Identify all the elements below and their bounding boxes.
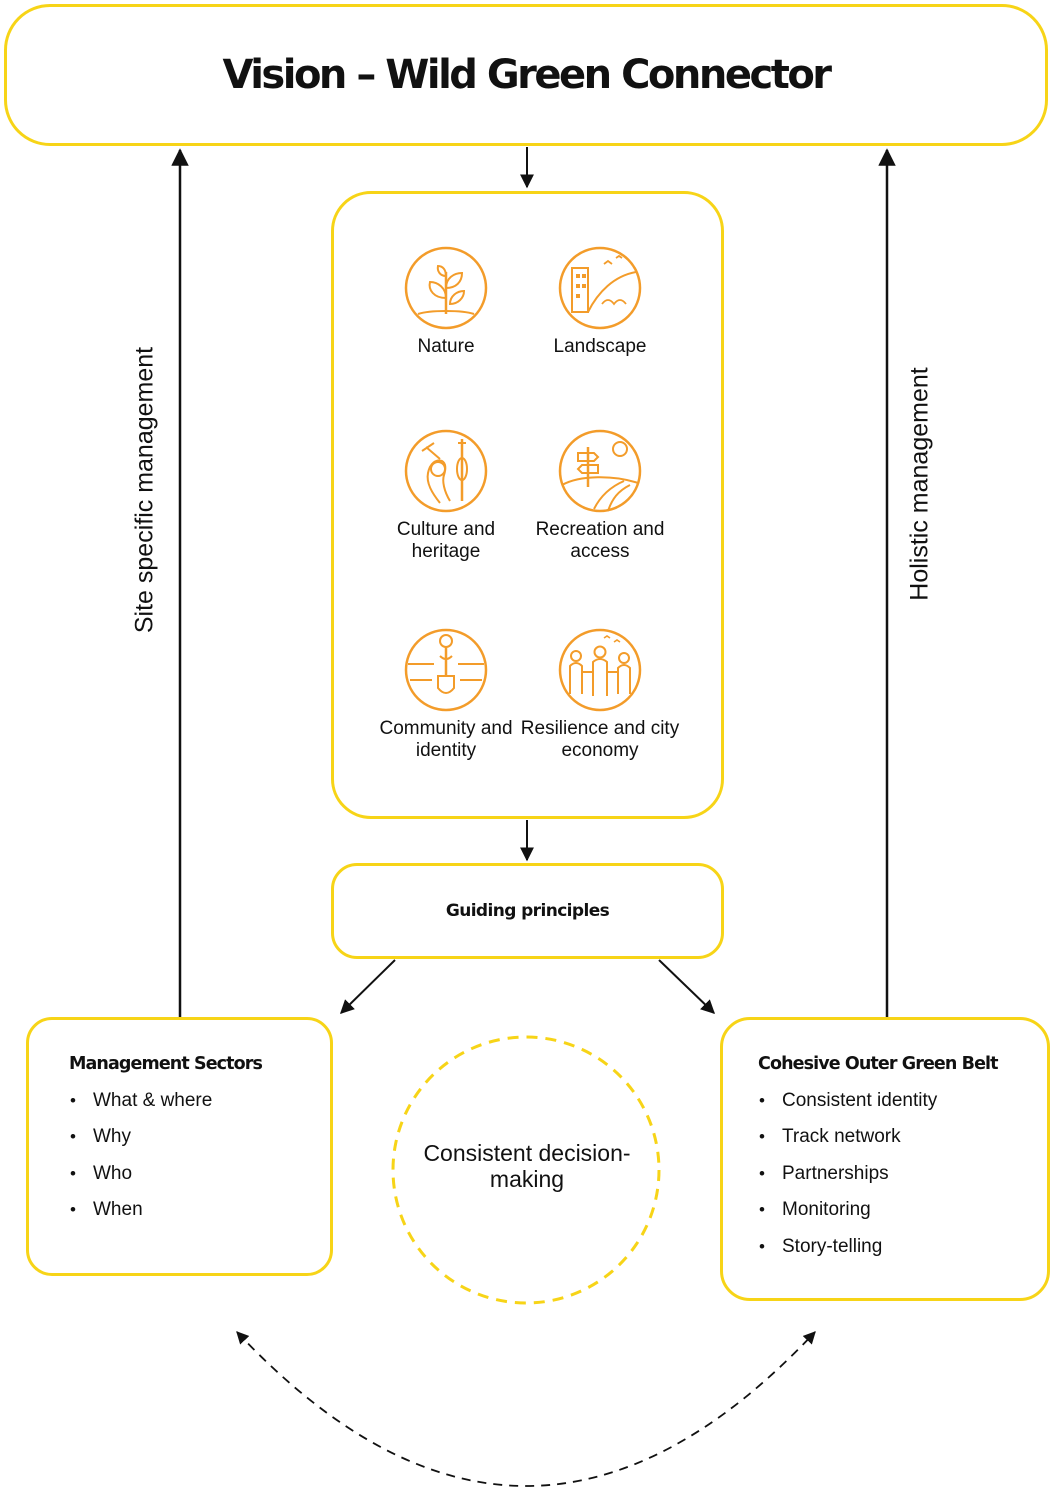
theme-label: Resilience and city economy <box>520 718 680 761</box>
culture-heritage-icon <box>404 429 488 513</box>
theme-label: Recreation and access <box>535 519 665 562</box>
list-item: Consistent identity <box>759 1090 937 1126</box>
theme-culture-heritage: Culture and heritage <box>366 429 526 563</box>
dashed-feedback-arc <box>236 1331 816 1487</box>
theme-community-identity: Community and identity <box>366 628 526 762</box>
green-belt-title: Cohesive Outer Green Belt <box>758 1054 999 1074</box>
theme-label: Nature <box>417 336 475 357</box>
theme-nature: Nature <box>366 246 526 358</box>
list-item: Monitoring <box>759 1199 937 1235</box>
theme-resilience-economy: Resilience and city economy <box>520 628 680 762</box>
holistic-management-label: Holistic management <box>905 367 934 601</box>
theme-recreation-access: Recreation and access <box>520 429 680 563</box>
landscape-icon <box>558 246 642 330</box>
decision-cycle-circle <box>391 1035 661 1305</box>
green-belt-list: Consistent identity Track network Partne… <box>759 1090 937 1272</box>
guiding-principles-label: Guiding principles <box>445 901 610 921</box>
list-item: Who <box>70 1163 212 1199</box>
theme-label: Community and identity <box>379 718 513 761</box>
list-item: When <box>70 1199 212 1235</box>
spade-planting-icon <box>404 628 488 712</box>
guiding-principles-box: Guiding principles <box>331 863 724 959</box>
arrow-principles-to-greenbelt <box>658 959 716 1014</box>
themes-box: Nature Landscape Culture and heritage <box>331 191 724 819</box>
management-sectors-list: What & where Why Who When <box>70 1090 212 1236</box>
theme-landscape: Landscape <box>520 246 680 358</box>
list-item: Partnerships <box>759 1163 937 1199</box>
sprout-icon <box>404 246 488 330</box>
list-item: Why <box>70 1126 212 1162</box>
vision-title: Vision – Wild Green Connector <box>222 52 832 98</box>
vision-box: Vision – Wild Green Connector <box>4 4 1048 146</box>
management-sectors-box: Management Sectors What & where Why Who … <box>26 1017 333 1276</box>
people-group-icon <box>558 628 642 712</box>
list-item: Track network <box>759 1126 937 1162</box>
theme-label: Culture and heritage <box>396 519 496 562</box>
signpost-icon <box>558 429 642 513</box>
decision-making-label: Consistent decision-making <box>423 1140 631 1192</box>
theme-label: Landscape <box>553 336 647 357</box>
green-belt-box: Cohesive Outer Green Belt Consistent ide… <box>720 1017 1050 1301</box>
management-sectors-title: Management Sectors <box>69 1054 263 1074</box>
site-specific-management-label: Site specific management <box>130 346 159 634</box>
arrow-principles-to-sectors <box>340 959 396 1014</box>
list-item: What & where <box>70 1090 212 1126</box>
list-item: Story-telling <box>759 1236 937 1272</box>
